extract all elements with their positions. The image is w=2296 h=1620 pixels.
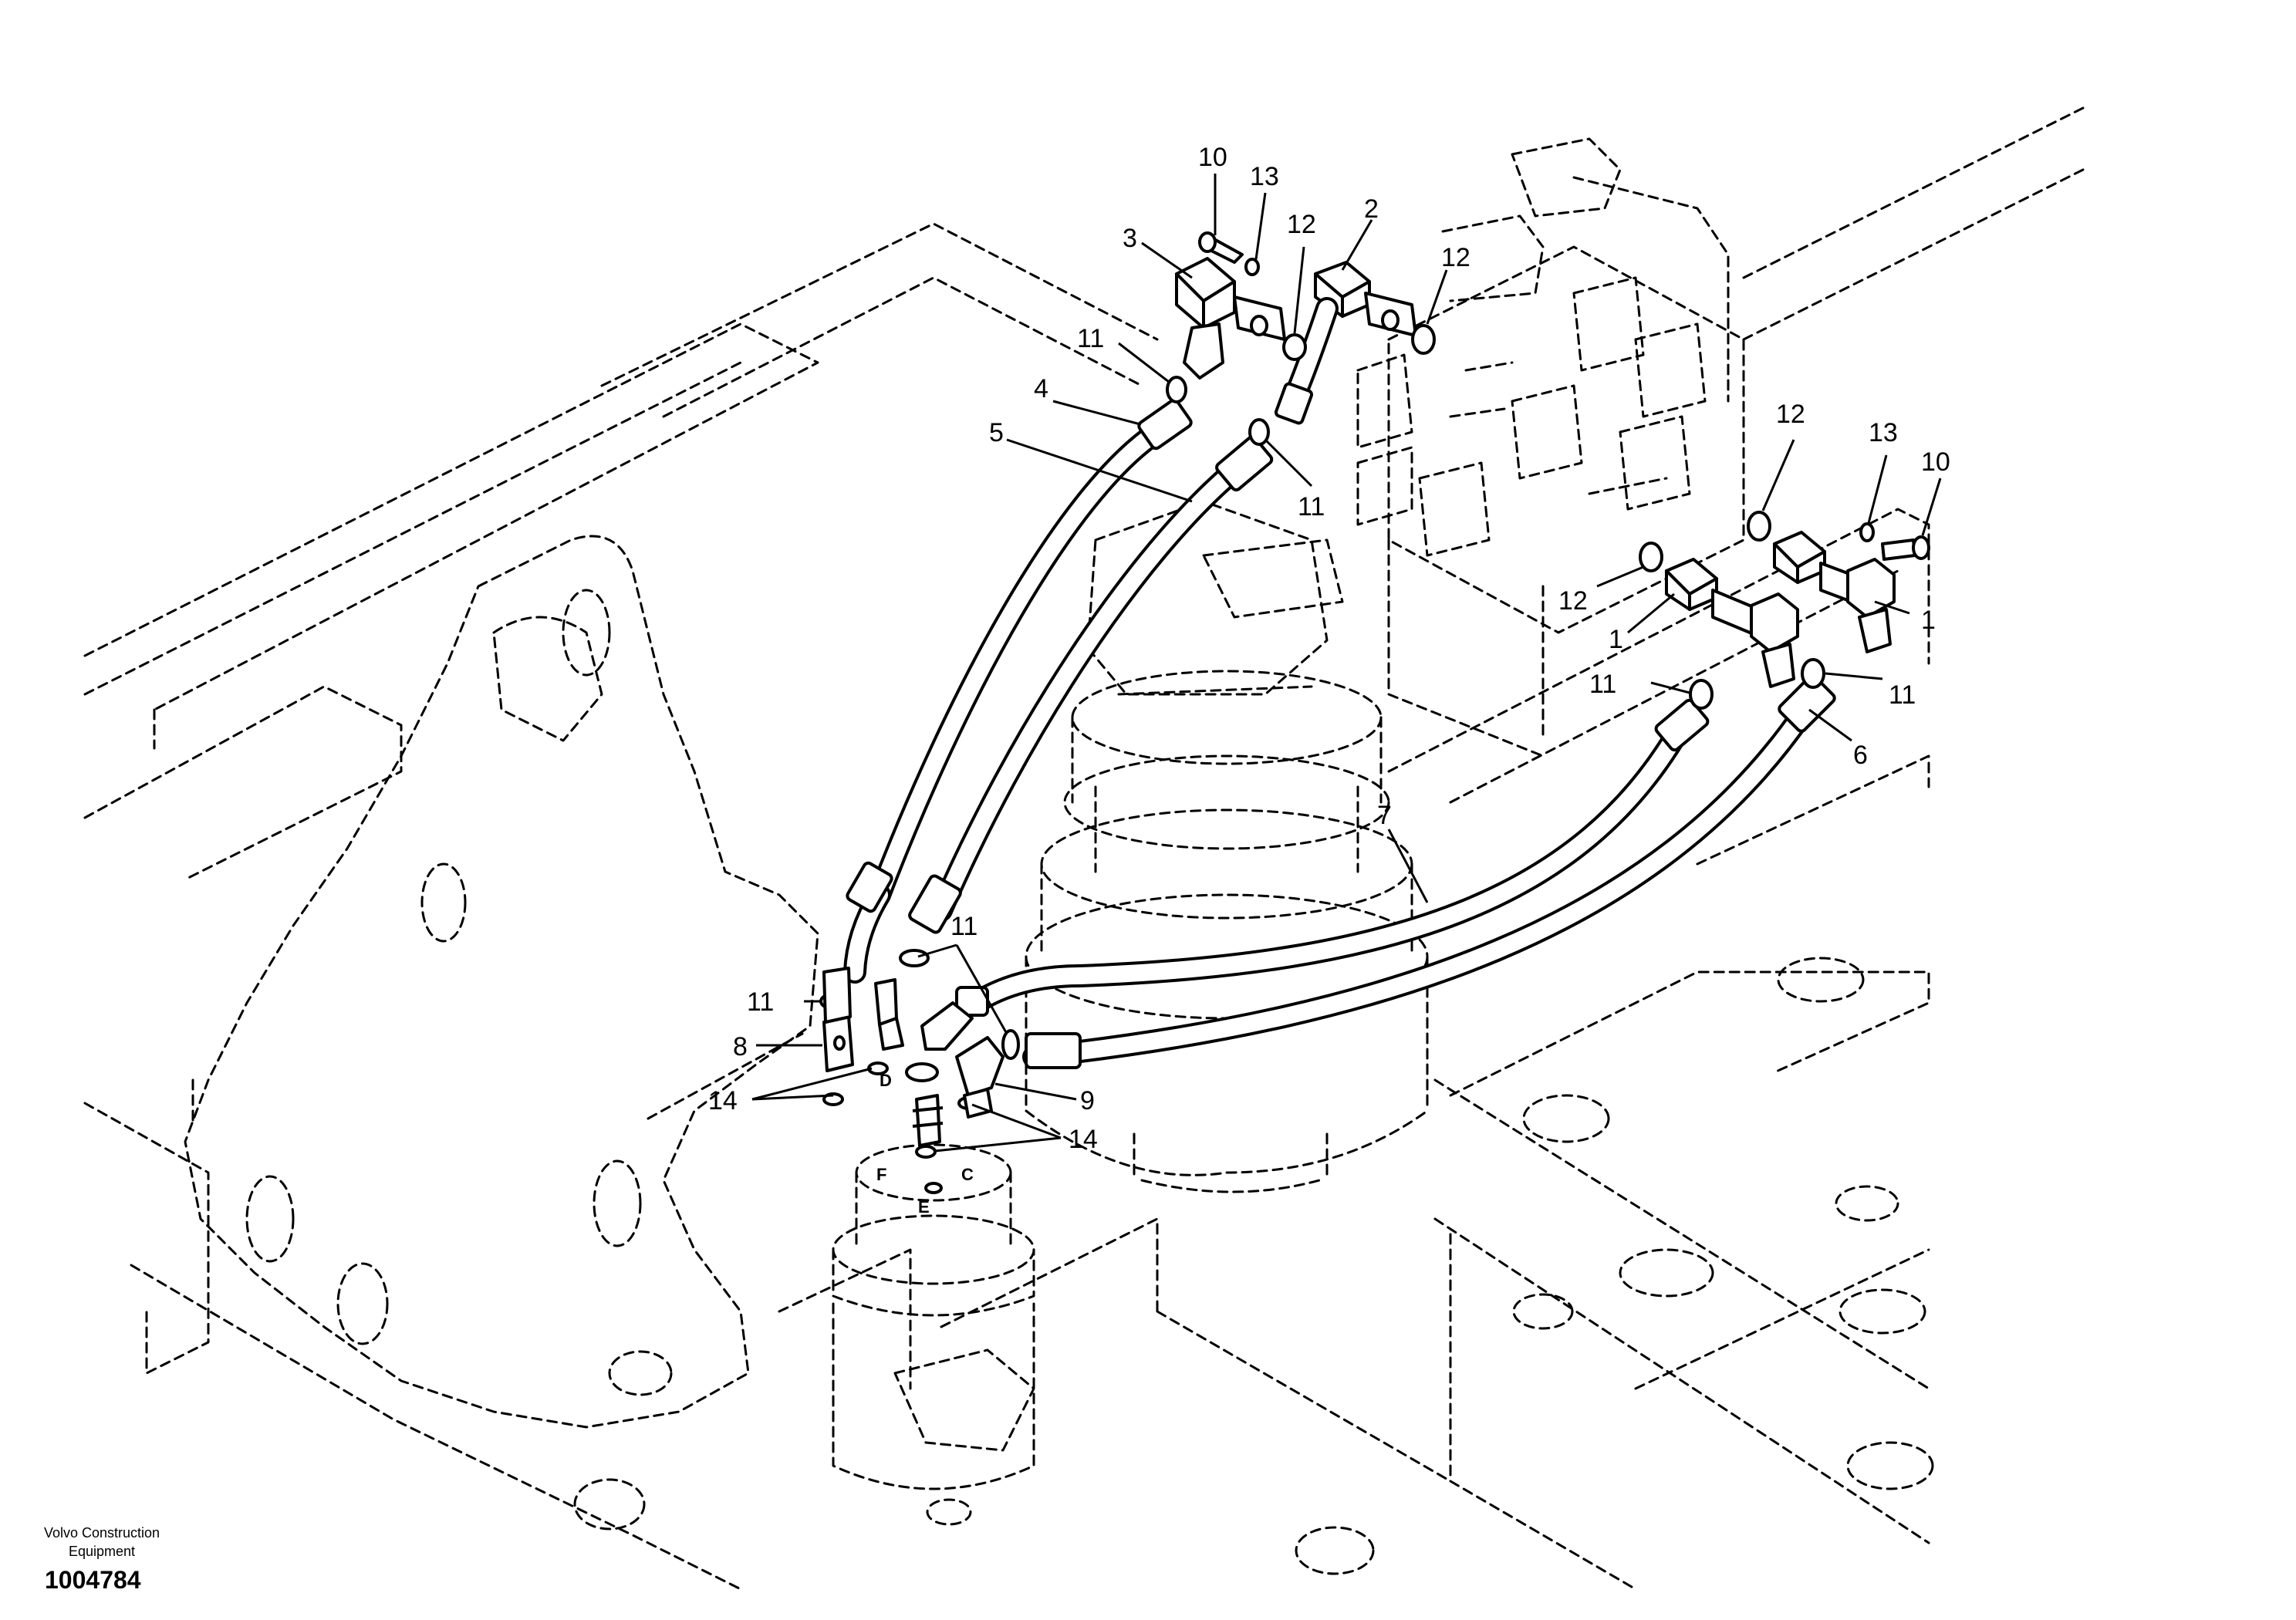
callout-11-mid-right: 11 [1889,680,1916,710]
nipple-fitting [912,1094,944,1147]
bolt-10-upper [1198,231,1244,264]
flange-fitting-3 [1175,257,1286,380]
callout-3: 3 [1123,224,1137,253]
port-labels: D F E C [876,1071,974,1217]
callout-4: 4 [1034,374,1048,403]
elbow-fitting-left [874,978,904,1051]
elbow-fitting-9 [955,1036,1004,1119]
callout-12-top-right: 12 [1441,243,1470,272]
hose-4 [843,420,1169,984]
leader-lines [751,174,1942,1153]
o-rings [819,324,1825,1194]
flange-fitting-1-left [1665,558,1799,688]
callout-8: 8 [733,1032,748,1061]
callout-1-right: 1 [1921,606,1936,635]
callout-13-right: 13 [1869,418,1898,447]
callout-11-mid-left: 11 [1589,670,1616,699]
flange-fitting-2 [1274,261,1417,425]
port-label-d: D [880,1071,892,1090]
document-number: 1004784 [45,1566,141,1594]
callout-11-lower-left: 11 [747,987,774,1017]
callout-11-upper-left: 11 [1077,324,1104,353]
brand-line-2: Equipment [68,1544,136,1559]
callout-14-right: 14 [1069,1125,1098,1154]
brand-name: Volvo Construction Equipment [17,1524,187,1561]
hose-6 [1022,698,1817,1068]
port-label-e: E [918,1197,930,1217]
callout-5: 5 [989,418,1004,447]
bolt-10-lower [1881,535,1930,561]
washer-13-upper [1244,258,1260,276]
elbow-fitting-center [920,1001,974,1051]
callout-12-center-right: 12 [1558,586,1588,616]
callout-12-right: 12 [1776,400,1805,429]
port-label-c: C [961,1165,974,1184]
callout-7: 7 [1377,801,1392,830]
callout-14-left: 14 [708,1086,738,1115]
callout-1-left: 1 [1609,625,1623,654]
port-label-f: F [876,1165,886,1184]
hose-5 [930,459,1246,922]
callout-10-top: 10 [1198,143,1227,172]
callout-11-lower-center: 11 [950,912,977,941]
center-swivel-joint [832,1143,1035,1526]
callout-11-upper-center: 11 [1298,492,1325,521]
callout-12-top-left: 12 [1287,210,1316,239]
flange-fitting-1-right [1773,531,1896,653]
brand-line-1: Volvo Construction [43,1525,160,1541]
callout-9: 9 [1080,1086,1095,1115]
connector-8 [822,967,854,1072]
control-valve-block [1356,137,1745,758]
hose-fittings [846,398,1836,1069]
hose-7 [964,714,1693,1014]
callout-13-top: 13 [1250,162,1279,191]
washer-13-lower [1859,522,1875,542]
callout-10-right: 10 [1921,447,1950,477]
callout-2: 2 [1364,194,1379,224]
callout-6: 6 [1853,741,1868,770]
background-structure [83,106,2085,1591]
callout-labels: 10 13 3 12 2 12 11 4 5 11 12 13 10 12 1 … [708,143,1950,1154]
